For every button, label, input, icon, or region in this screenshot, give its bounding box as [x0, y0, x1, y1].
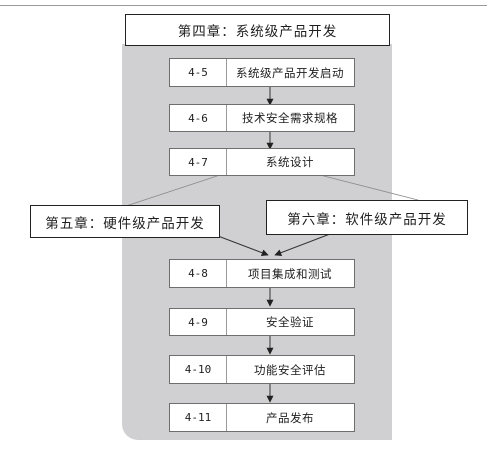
step-title: 项目集成和测试 [248, 266, 332, 281]
chapter-4-label: 第四章：系统级产品开发 [177, 24, 338, 40]
step-number: 4-9 [170, 309, 227, 335]
step-4-9: 4-9 安全验证 [169, 308, 355, 336]
step-number: 4-11 [170, 404, 227, 431]
step-4-7: 4-7 系统设计 [169, 148, 355, 176]
step-number: 4-10 [170, 356, 227, 383]
split-line-left [125, 174, 221, 207]
merge-arrow-right [274, 233, 331, 257]
step-number: 4-6 [170, 105, 227, 131]
chapter-6-box: 第六章：软件级产品开发 [266, 200, 468, 235]
step-title: 系统级产品开发启动 [236, 65, 344, 80]
step-title: 功能安全评估 [254, 362, 326, 377]
top-rule [0, 5, 487, 6]
step-number: 4-7 [170, 149, 227, 175]
chapter-5-box: 第五章：硬件级产品开发 [30, 205, 220, 238]
step-title: 系统设计 [266, 155, 314, 169]
step-4-10: 4-10 功能安全评估 [169, 355, 355, 384]
step-title: 安全验证 [266, 315, 314, 329]
step-4-6: 4-6 技术安全需求规格 [169, 104, 355, 132]
chapter-5-label: 第五章：硬件级产品开发 [45, 215, 205, 232]
step-4-5: 4-5 系统级产品开发启动 [169, 58, 355, 87]
step-4-11: 4-11 产品发布 [169, 403, 355, 432]
step-number: 4-8 [170, 260, 227, 287]
step-title: 产品发布 [266, 410, 314, 425]
chapter-6-label: 第六章：软件级产品开发 [287, 211, 447, 228]
merge-arrow-left [217, 235, 269, 257]
chapter-4-box: 第四章：系统级产品开发 [125, 14, 390, 46]
step-4-8: 4-8 项目集成和测试 [169, 259, 355, 288]
step-title: 技术安全需求规格 [242, 111, 338, 125]
step-number: 4-5 [170, 59, 227, 86]
split-line-right [319, 174, 419, 201]
